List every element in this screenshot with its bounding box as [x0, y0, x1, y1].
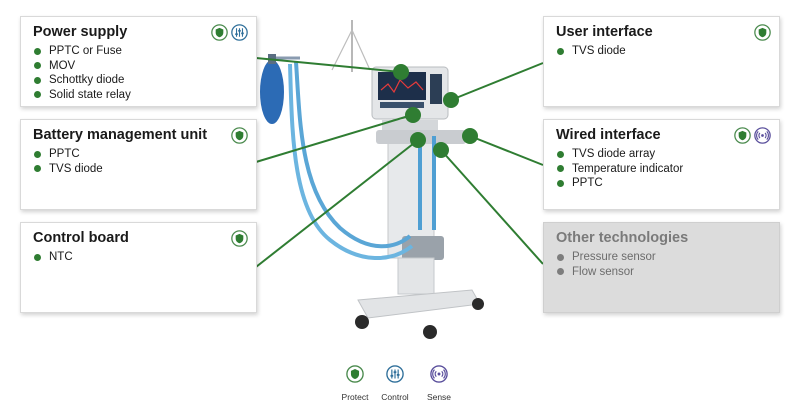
list-item: Temperature indicator: [556, 162, 767, 177]
list-item: Pressure sensor: [556, 250, 767, 265]
legend-item-control: Control: [372, 365, 418, 402]
shield-icon: [231, 230, 248, 247]
card-control-board: Control board NTC: [20, 222, 257, 313]
shield-icon: [346, 365, 364, 383]
hotspot-user-interface[interactable]: [443, 92, 459, 108]
card-item-list: Pressure sensor Flow sensor: [556, 250, 767, 279]
connector-control-board: [255, 139, 419, 268]
shield-icon: [211, 24, 228, 41]
connector-wired-interface: [469, 135, 544, 166]
list-item: PPTC: [556, 176, 767, 191]
legend: Protect Control Sense: [332, 365, 472, 405]
card-item-list: PPTC or Fuse MOV Schottky diode Solid st…: [33, 44, 244, 102]
ventilator-illustration: [260, 20, 484, 339]
card-title: Other technologies: [556, 230, 689, 246]
card-user-interface: User interface TVS diode: [543, 16, 780, 107]
card-wired-interface: Wired interface TVS diode array Temperat…: [543, 119, 780, 210]
shield-icon: [231, 127, 248, 144]
hotspot-wired-interface[interactable]: [462, 128, 478, 144]
card-other-technologies: Other technologies Pressure sensor Flow …: [543, 222, 780, 313]
list-item: MOV: [33, 59, 244, 74]
list-item: PPTC: [33, 147, 244, 162]
connector-battery: [255, 114, 413, 163]
sliders-icon: [386, 365, 404, 383]
list-item: Schottky diode: [33, 73, 244, 88]
connector-user-interface: [450, 62, 544, 101]
legend-label: Control: [381, 392, 409, 402]
card-title: Power supply: [33, 24, 128, 40]
card-title: Wired interface: [556, 127, 661, 143]
sliders-icon: [231, 24, 248, 41]
signal-waves-icon: [430, 365, 448, 383]
connector-other: [440, 149, 544, 265]
card-item-list: NTC: [33, 250, 244, 265]
card-item-list: TVS diode array Temperature indicator PP…: [556, 147, 767, 191]
legend-item-sense: Sense: [416, 365, 462, 402]
list-item: PPTC or Fuse: [33, 44, 244, 59]
list-item: Solid state relay: [33, 88, 244, 103]
legend-label: Protect: [341, 392, 369, 402]
signal-waves-icon: [754, 127, 771, 144]
hotspot-power-supply[interactable]: [393, 64, 409, 80]
hotspot-other[interactable]: [433, 142, 449, 158]
card-item-list: PPTC TVS diode: [33, 147, 244, 176]
shield-icon: [734, 127, 751, 144]
list-item: NTC: [33, 250, 244, 265]
connector-power-supply: [255, 57, 402, 73]
card-title: User interface: [556, 24, 653, 40]
card-battery-management-unit: Battery management unit PPTC TVS diode: [20, 119, 257, 210]
card-power-supply: Power supply PPTC or Fuse MOV Schottky d…: [20, 16, 257, 107]
list-item: Flow sensor: [556, 265, 767, 280]
card-title: Battery management unit: [33, 127, 208, 143]
hotspot-battery[interactable]: [405, 107, 421, 123]
shield-icon: [754, 24, 771, 41]
list-item: TVS diode: [33, 162, 244, 177]
legend-item-protect: Protect: [332, 365, 378, 402]
card-title: Control board: [33, 230, 129, 246]
card-item-list: TVS diode: [556, 44, 767, 59]
list-item: TVS diode: [556, 44, 767, 59]
legend-label: Sense: [426, 392, 452, 402]
list-item: TVS diode array: [556, 147, 767, 162]
hotspot-control-board[interactable]: [410, 132, 426, 148]
